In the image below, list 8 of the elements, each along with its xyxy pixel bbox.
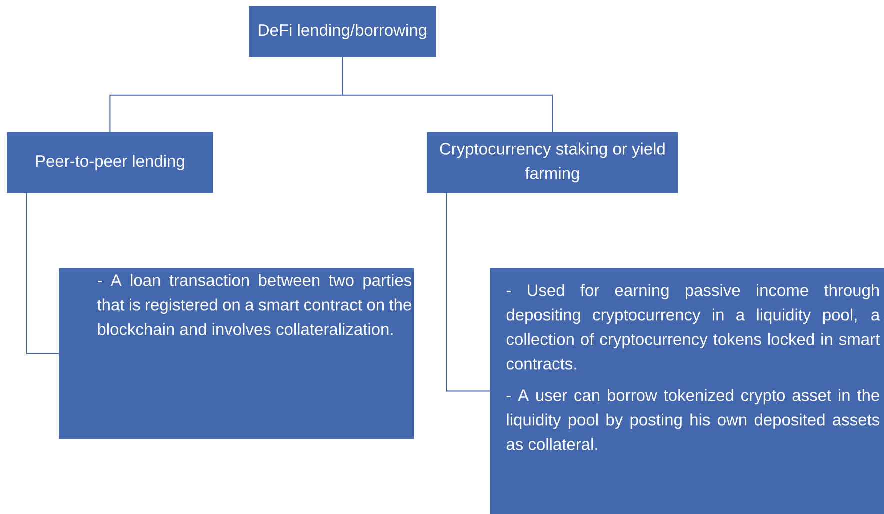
connector-line [342,56,554,132]
connector-line [446,192,490,392]
category-box: Cryptocurrency staking or yield farming [427,132,678,194]
title-box: DeFi lending/borrowing [249,6,436,58]
connector-line [26,192,60,354]
description-box: - A loan transaction between two parties that is registered on a smart contract on the blockchain and involves collateralization. [59,268,414,440]
description-box: - Used for earning passive income through depositing cryptocurrency in a liquidity pool, a collection of cryptocurrency tokens locked in smart contracts. - A user can borrow tokenized crypto asset in the liquidity pool by posting his own deposited assets as collateral. [490,268,884,514]
category-box: Peer-to-peer lending [7,132,214,194]
